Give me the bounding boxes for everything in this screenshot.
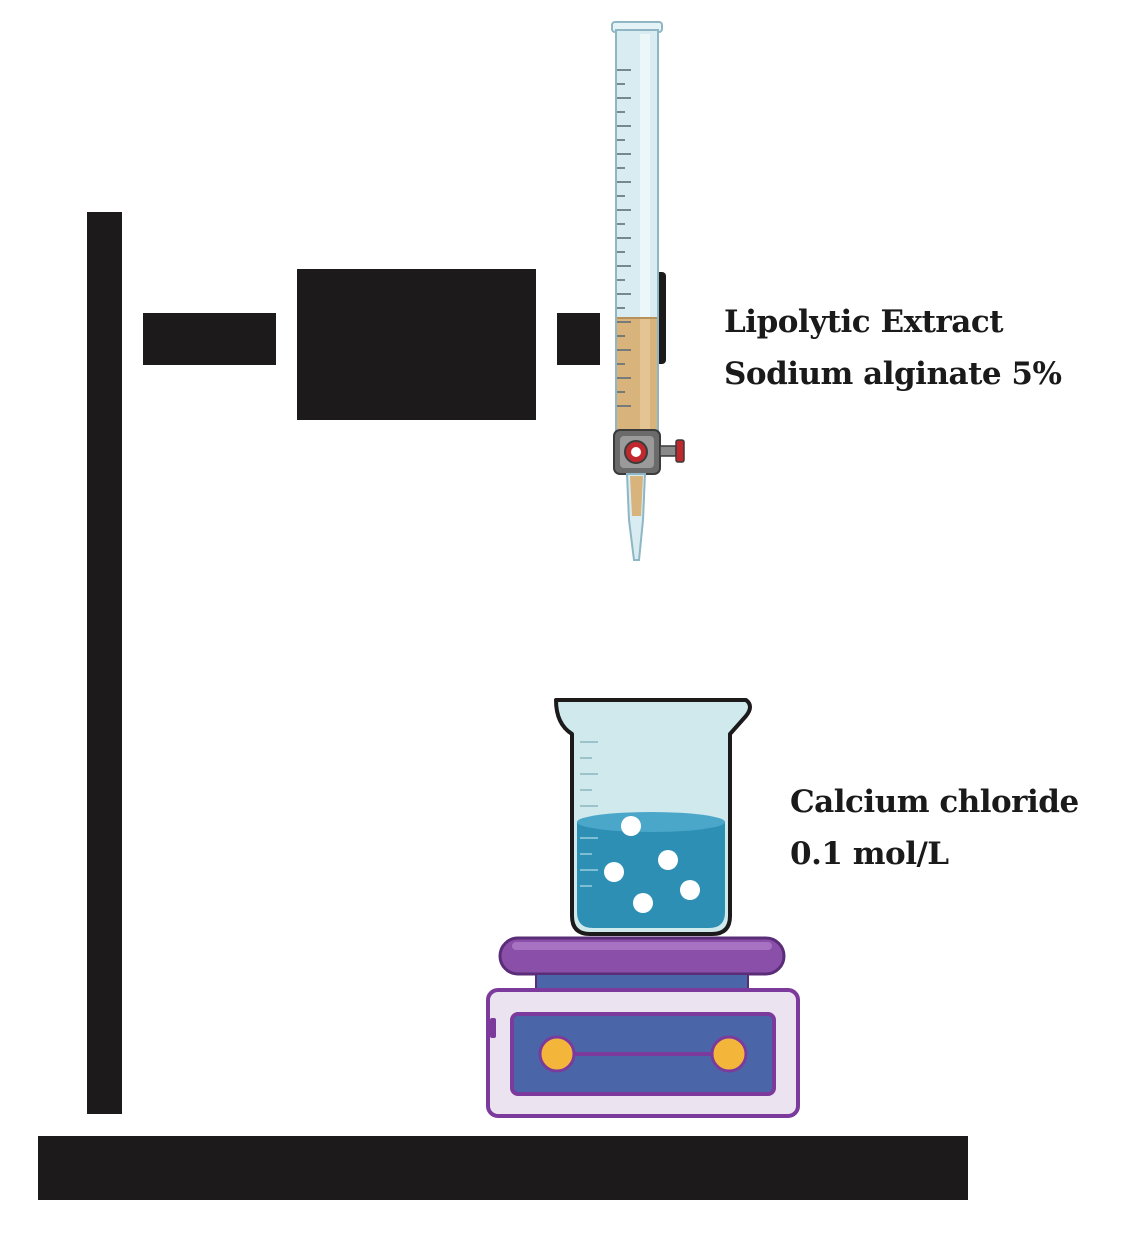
clamp-arm-left [143,313,276,365]
beaker-label-line1: Calcium chloride [790,784,1079,820]
burette-label-line2: Sodium alginate 5% [724,356,1062,392]
beaker-contents-label: Calcium chloride 0.1 mol/L [790,776,1079,880]
stirrer-knob-icon [538,1035,576,1073]
burette-graduations [617,69,631,407]
bead [680,880,700,900]
stirrer-knob-icon [710,1035,748,1073]
burette [611,21,685,561]
magnetic-stirrer [486,936,800,1118]
beaker-graduations-submerged [580,837,598,887]
alginate-beads [604,816,700,913]
stand-base [38,1136,968,1200]
bead [633,893,653,913]
stopcock-icon [613,429,685,475]
clamp-arm-right [557,313,600,365]
bead [621,816,641,836]
burette-contents-label: Lipolytic Extract Sodium alginate 5% [724,296,1062,400]
beaker-label-line2: 0.1 mol/L [790,836,949,872]
beaker-graduations [580,741,598,807]
clamp-boss-head [297,269,536,420]
retort-stand [38,212,968,1200]
stand-rod [87,212,122,1114]
bead [658,850,678,870]
burette-liquid [617,318,657,430]
burette-label-line1: Lipolytic Extract [724,304,1004,340]
beaker [554,698,752,936]
bead [604,862,624,882]
